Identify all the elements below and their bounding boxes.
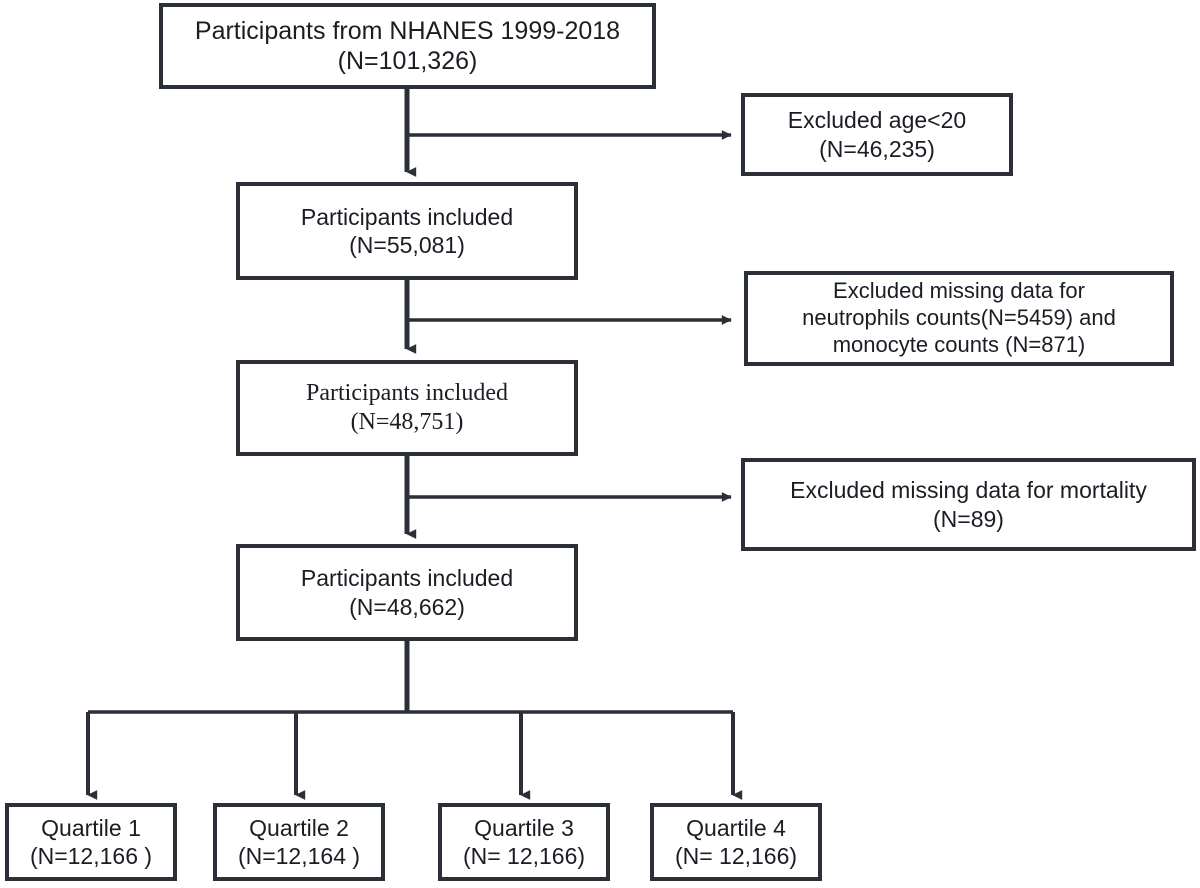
quartile-label: Quartile 4 bbox=[686, 814, 786, 841]
quartile-label: Quartile 2 bbox=[249, 814, 349, 841]
node-line-title: Excluded age<20 bbox=[787, 107, 967, 134]
node-line-count: (N=48,662) bbox=[349, 593, 465, 620]
node-line-title: Participants included bbox=[306, 379, 508, 406]
node-excluded-blood-counts: Excluded missing data for neutrophils co… bbox=[744, 271, 1174, 366]
node-line-3: monocyte counts (N=871) bbox=[832, 331, 1086, 357]
quartile-count: (N= 12,166) bbox=[462, 843, 586, 869]
node-line-count: (N=55,081) bbox=[349, 232, 465, 258]
node-line-count: (N=46,235) bbox=[819, 135, 935, 162]
node-line-title: Excluded missing data for mortality bbox=[790, 477, 1147, 504]
node-line-2: neutrophils counts(N=5459) and bbox=[802, 305, 1116, 331]
node-included-after-counts: Participants included (N=48,751) bbox=[236, 360, 578, 456]
node-included-after-age: Participants included (N=55,081) bbox=[236, 182, 578, 280]
node-line-count: (N=101,326) bbox=[337, 47, 478, 75]
node-quartile-2: Quartile 2 (N=12,164 ) bbox=[213, 803, 385, 881]
node-quartile-4: Quartile 4 (N= 12,166) bbox=[650, 803, 822, 881]
quartile-count: (N= 12,166) bbox=[674, 843, 798, 869]
node-source-population: Participants from NHANES 1999-2018 (N=10… bbox=[159, 3, 656, 89]
node-excluded-age: Excluded age<20 (N=46,235) bbox=[741, 93, 1013, 176]
node-line-1: Excluded missing data for bbox=[833, 278, 1085, 304]
quartile-label: Quartile 3 bbox=[474, 814, 574, 841]
node-line-title: Participants included bbox=[300, 203, 514, 230]
node-quartile-1: Quartile 1 (N=12,166 ) bbox=[5, 803, 177, 881]
quartile-count: (N=12,164 ) bbox=[237, 843, 361, 869]
quartile-count: (N=12,166 ) bbox=[29, 843, 153, 869]
node-line-count: (N=48,751) bbox=[350, 409, 464, 435]
node-excluded-mortality: Excluded missing data for mortality (N=8… bbox=[741, 458, 1196, 551]
node-quartile-3: Quartile 3 (N= 12,166) bbox=[438, 803, 610, 881]
node-line-count: (N=89) bbox=[933, 505, 1004, 532]
node-included-final: Participants included (N=48,662) bbox=[236, 544, 578, 641]
node-line-title: Participants from NHANES 1999-2018 bbox=[194, 16, 621, 45]
quartile-label: Quartile 1 bbox=[41, 814, 141, 841]
node-line-title: Participants included bbox=[300, 565, 514, 592]
